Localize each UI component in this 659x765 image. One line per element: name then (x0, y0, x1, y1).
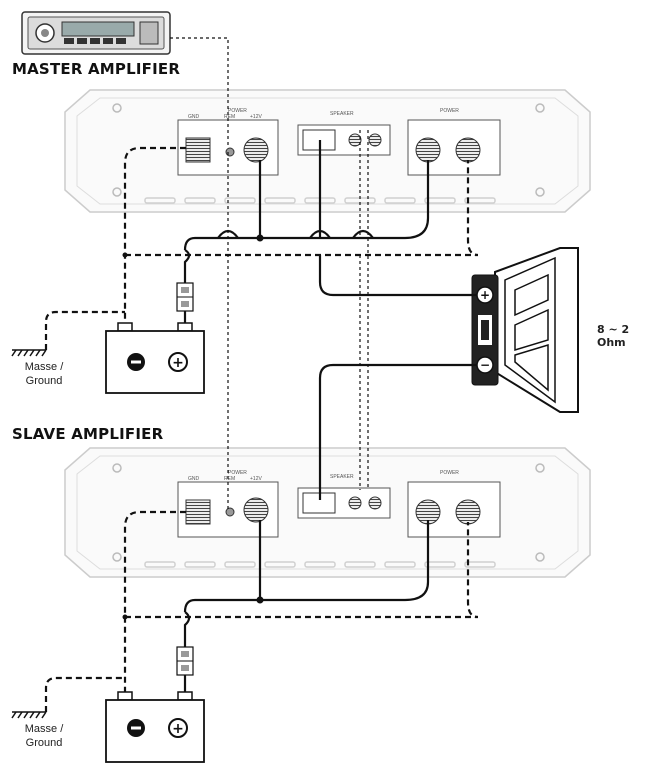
fuse-master (176, 282, 194, 312)
svg-text:+12V: +12V (250, 114, 262, 120)
speaker: + − (471, 247, 579, 413)
svg-text:REM: REM (224, 114, 235, 120)
slave-amplifier-title: SLAVE AMPLIFIER (12, 425, 164, 443)
battery-plus-symbol: + (172, 721, 184, 737)
power-label: POWER (228, 108, 247, 114)
svg-text:POWER: POWER (440, 470, 459, 476)
svg-text:SPEAKER: SPEAKER (330, 474, 354, 480)
ground-symbol-slave (11, 711, 47, 719)
master-amplifier-title: MASTER AMPLIFIER (12, 60, 181, 78)
svg-text:POWER: POWER (228, 470, 247, 476)
ground-remote-wires (44, 146, 479, 712)
head-unit (21, 11, 171, 55)
master-amplifier: POWER GND REM +12V SPEAKER POWER (64, 89, 591, 213)
svg-text:GND: GND (188, 114, 200, 120)
svg-text:GND: GND (188, 476, 200, 482)
speaker-label: SPEAKER (330, 111, 354, 117)
svg-text:POWER: POWER (440, 108, 459, 114)
svg-text:REM: REM (224, 476, 235, 482)
fuse-slave (176, 646, 194, 676)
svg-text:+12V: +12V (250, 476, 262, 482)
speaker-plus-symbol: + (480, 288, 490, 302)
remote-wire (170, 37, 369, 512)
speaker-minus-symbol: − (480, 358, 490, 372)
slave-amplifier: POWER GND REM +12V SPEAKER POWER (64, 447, 591, 578)
battery-slave: + (105, 691, 205, 763)
ground-label-master: Masse / Ground (24, 361, 64, 387)
power-wires (183, 140, 477, 692)
battery-plus-symbol: + (172, 355, 184, 371)
battery-master: + (105, 322, 205, 394)
ground-label-slave: Masse / Ground (24, 723, 64, 749)
ground-symbol-master (11, 349, 47, 357)
impedance-label: 8 ~ 2 Ohm (597, 323, 630, 349)
